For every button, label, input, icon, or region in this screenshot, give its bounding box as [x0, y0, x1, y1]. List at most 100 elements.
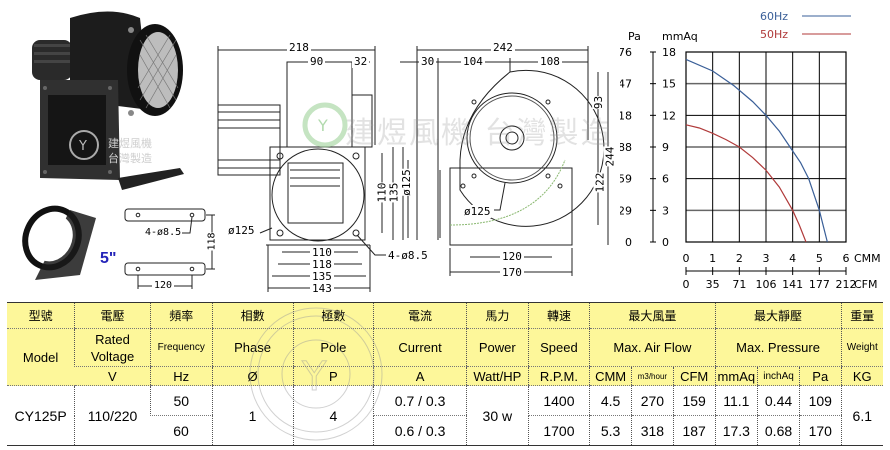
- x-tick-label: 1: [709, 252, 716, 265]
- x-tick-label: 3: [763, 252, 770, 265]
- th-model-en: Model: [7, 328, 75, 386]
- side-offset-dim: 32: [352, 55, 370, 68]
- cell-inchaq: 0.44: [757, 385, 800, 416]
- side-view-drawing: [217, 46, 404, 292]
- unit-pole: P: [292, 366, 374, 386]
- svg-text:Y: Y: [78, 139, 87, 154]
- cell-speed: 1400: [527, 385, 590, 416]
- table-row: 60 0.6 / 0.3 1700 5.3 318 187 17.3 0.68 …: [7, 415, 883, 446]
- x2-tick-label: 177: [809, 278, 830, 291]
- svg-text:Y: Y: [317, 116, 328, 135]
- side-overall-length-dim: 218: [287, 41, 311, 54]
- x-tick-label: 0: [683, 252, 690, 265]
- th-frequency-en: Frequency: [149, 328, 213, 367]
- front-overall-width-dim: 242: [491, 41, 515, 54]
- cell-frequency: 60: [150, 415, 213, 446]
- series-line-60hz: [685, 58, 828, 243]
- side-base-118-dim: 118: [310, 258, 334, 271]
- cell-m3h: 270: [631, 385, 674, 416]
- front-outlet-diameter-dim: ø125: [464, 205, 491, 218]
- y2-tick-label: 118: [620, 109, 632, 122]
- unit-frequency: Hz: [149, 366, 213, 386]
- th-model-zh: 型號: [7, 302, 75, 329]
- th-pressure-zh: 最大靜壓: [714, 302, 842, 329]
- side-base-110-dim: 110: [310, 246, 334, 259]
- th-voltage-en: Rated Voltage: [74, 328, 151, 367]
- cell-frequency: 50: [149, 385, 213, 416]
- x-axis-label: CMM: [854, 252, 881, 265]
- unit-pa: Pa: [798, 366, 842, 386]
- th-phase-en: Phase: [211, 328, 294, 367]
- th-power-zh: 馬力: [465, 302, 529, 329]
- table-header-en-row: Model Rated Voltage Frequency Phase Pole…: [7, 328, 883, 386]
- unit-weight: KG: [840, 366, 883, 386]
- series-line-50hz: [685, 124, 807, 243]
- front-bottom-dim: 122: [593, 172, 607, 193]
- y-tick-label: 9: [662, 141, 669, 154]
- side-body-dim: 90: [308, 55, 326, 68]
- front-left-dim: 30: [419, 55, 437, 68]
- unit-speed: R.P.M.: [527, 366, 590, 386]
- cell-cfm: 159: [672, 385, 716, 416]
- photo-watermark-brand: 建煜風機: [108, 137, 152, 150]
- y-tick-label: 6: [662, 173, 669, 186]
- unit-cfm: CFM: [672, 366, 716, 386]
- x2-axis-label: CFM: [854, 278, 878, 291]
- th-frequency-zh: 頻率: [149, 302, 213, 329]
- th-airflow-zh: 最大風量: [589, 302, 716, 329]
- unit-phase: Ø: [211, 366, 294, 386]
- y2-tick-label: 176: [620, 46, 632, 59]
- y2-tick-label: 147: [620, 78, 632, 91]
- spec-table: 型號 電壓 頻率 相數 極數 電流 馬力 轉速 最大風量 最大靜壓 重量 Mod…: [7, 302, 883, 446]
- th-current-en: Current: [373, 328, 467, 367]
- x-tick-label: 5: [816, 252, 823, 265]
- cell-cmm: 5.3: [589, 415, 632, 446]
- cell-mmaq: 17.3: [714, 415, 758, 446]
- cell-model: CY125P: [7, 385, 75, 446]
- cell-cfm: 187: [672, 415, 716, 446]
- y2-tick-label: 88: [620, 141, 632, 154]
- th-current-zh: 電流: [373, 302, 467, 329]
- th-airflow-en: Max. Air Flow: [589, 328, 716, 367]
- front-base-holes-dim: 120: [500, 250, 524, 263]
- th-weight-en: Weight: [840, 328, 883, 367]
- cell-mmaq: 11.1: [714, 385, 758, 416]
- table-units-row: V Hz Ø P A Watt/HP R.P.M. CMM m3/hour CF…: [7, 366, 883, 386]
- cell-current: 0.6 / 0.3: [373, 415, 467, 446]
- y2-tick-label: 59: [620, 173, 632, 186]
- cell-pa: 109: [798, 385, 842, 416]
- y-tick-label: 0: [662, 236, 669, 249]
- cell-cmm: 4.5: [589, 385, 632, 416]
- unit-m3h: m3/hour: [631, 366, 674, 386]
- cell-pa: 170: [798, 415, 842, 446]
- flange-holes-dim: 4-ø8.5: [145, 227, 182, 238]
- cell-inchaq: 0.68: [757, 415, 800, 446]
- y2-tick-label: 29: [620, 204, 632, 217]
- photo-watermark-made-in: 台灣製造: [108, 152, 152, 165]
- unit-voltage: V: [74, 366, 151, 386]
- x-tick-label: 6: [843, 252, 850, 265]
- th-phase-zh: 相數: [211, 302, 294, 329]
- unit-cmm: CMM: [589, 366, 632, 386]
- unit-inchaq: inchAq: [757, 366, 800, 386]
- th-power-en: Power: [465, 328, 529, 367]
- x2-tick-label: 141: [782, 278, 803, 291]
- performance-chart: 0032965998812118151471817600135271310641…: [620, 10, 881, 291]
- cell-current: 0.7 / 0.3: [373, 385, 467, 416]
- side-base-143-dim: 143: [310, 282, 334, 295]
- side-inlet-diameter-dim: ø125: [228, 224, 255, 237]
- th-weight-zh: 重量: [840, 302, 883, 329]
- cell-phase: 1: [211, 385, 294, 446]
- legend-label-60hz: 60Hz: [760, 10, 788, 23]
- flange-photo: [22, 205, 96, 280]
- y-tick-label: 18: [662, 46, 676, 59]
- blower-photo: Y: [32, 11, 184, 190]
- x-tick-label: 4: [789, 252, 796, 265]
- y-axis-label: mmAq: [662, 30, 698, 43]
- y-tick-label: 15: [662, 78, 676, 91]
- x2-tick-label: 212: [836, 278, 857, 291]
- legend-label-50hz: 50Hz: [760, 28, 788, 41]
- plot-frame: [685, 51, 847, 243]
- drawing-watermark: 建煜風機 台灣製造: [345, 116, 613, 151]
- x2-tick-label: 71: [732, 278, 746, 291]
